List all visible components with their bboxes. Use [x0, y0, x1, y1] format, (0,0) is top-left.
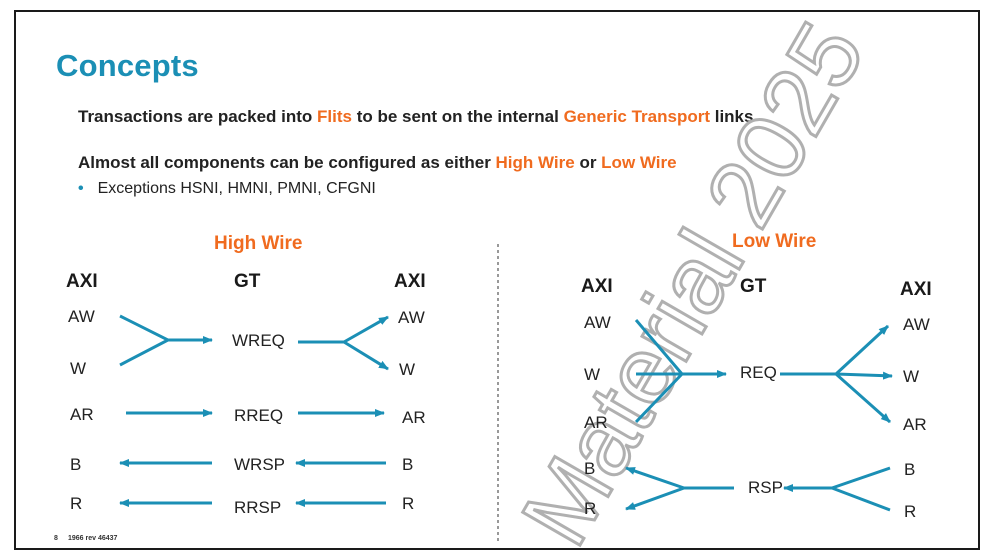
lw-right-ar: AR — [903, 415, 927, 434]
lw-right-w: W — [903, 367, 919, 386]
slide: Concepts Transactions are packed into Fl… — [14, 10, 980, 550]
hw-right-aw: AW — [398, 308, 425, 327]
hw-right-ar: AR — [402, 408, 426, 427]
hw-left-r: R — [70, 494, 82, 513]
bullet-dot-icon: • — [78, 180, 84, 197]
high-wire-term: High Wire — [495, 153, 575, 172]
lw-to-w-arrow — [835, 371, 893, 380]
exceptions-bullet: • Exceptions HSNI, HMNI, PMNI, CFGNI — [78, 180, 376, 198]
lw-r-line — [831, 486, 891, 512]
lw-axi-right-header: AXI — [900, 279, 932, 300]
flits-sentence-part: Transactions are packed into — [78, 107, 318, 126]
lw-axi-left-header: AXI — [581, 276, 613, 297]
hw-to-w-arrow — [343, 340, 389, 371]
lw-to-ar-arrow — [835, 372, 891, 424]
watermark-text: Material 2025 — [502, 12, 886, 548]
hw-axi-left-header: AXI — [66, 271, 98, 292]
lw-left-aw: AW — [584, 313, 611, 332]
hw-to-aw-arrow — [343, 315, 389, 344]
lw-left-r: R — [584, 499, 596, 518]
lw-aw-line — [634, 319, 684, 375]
lw-to-b-arrow — [625, 466, 685, 490]
lw-left-ar: AR — [584, 413, 608, 432]
config-sentence: Almost all components can be configured … — [78, 153, 677, 173]
hw-right-b: B — [402, 455, 413, 474]
lw-to-aw-arrow — [834, 324, 890, 376]
hw-right-w: W — [399, 360, 415, 379]
exceptions-text: Exceptions HSNI, HMNI, PMNI, CFGNI — [97, 180, 376, 197]
hw-mid-rrsp: RRSP — [234, 498, 281, 517]
lw-b-line — [831, 466, 891, 490]
config-sentence-part: Almost all components can be configured … — [78, 153, 496, 172]
hw-write-request-arrows — [119, 314, 389, 371]
flits-sentence-part: links — [710, 107, 754, 126]
hw-mid-wrsp: WRSP — [234, 455, 285, 474]
lw-gt-header: GT — [740, 276, 767, 297]
hw-gt-header: GT — [234, 271, 261, 292]
footer-page-number: 8 — [54, 535, 58, 542]
config-sentence-part: or — [574, 153, 602, 172]
lw-request-arrows — [634, 319, 893, 424]
lw-left-w: W — [584, 365, 600, 384]
high-wire-title: High Wire — [214, 233, 303, 254]
wire-diagram: Material 2025 High Wire AXI GT AXI AW W … — [54, 12, 932, 548]
flits-sentence-part: to be sent on the internal — [351, 107, 564, 126]
hw-mid-wreq: WREQ — [232, 331, 285, 350]
hw-right-r: R — [402, 494, 414, 513]
lw-right-r: R — [904, 502, 916, 521]
flits-sentence: Transactions are packed into Flits to be… — [78, 107, 753, 127]
low-wire-term: Low Wire — [601, 153, 677, 172]
hw-left-b: B — [70, 455, 81, 474]
lw-left-b: B — [584, 459, 595, 478]
generic-transport-term: Generic Transport — [563, 107, 710, 126]
lw-response-arrows — [625, 466, 891, 512]
hw-axi-right-header: AXI — [394, 271, 426, 292]
footer-revision: 1966 rev 46437 — [68, 535, 118, 542]
lw-mid-req: REQ — [740, 363, 777, 382]
lw-mid-rsp: RSP — [748, 478, 783, 497]
hw-left-ar: AR — [70, 405, 94, 424]
flits-term: Flits — [317, 107, 352, 126]
slide-title: Concepts — [56, 48, 199, 83]
lw-ar-line — [634, 372, 684, 424]
hw-mid-rreq: RREQ — [234, 406, 283, 425]
lw-right-aw: AW — [903, 315, 930, 334]
hw-aw-w-merge-line — [119, 314, 172, 367]
low-wire-title: Low Wire — [732, 231, 816, 252]
lw-right-b: B — [904, 460, 915, 479]
lw-to-r-arrow — [625, 486, 685, 511]
hw-left-aw: AW — [68, 307, 95, 326]
hw-left-w: W — [70, 359, 86, 378]
